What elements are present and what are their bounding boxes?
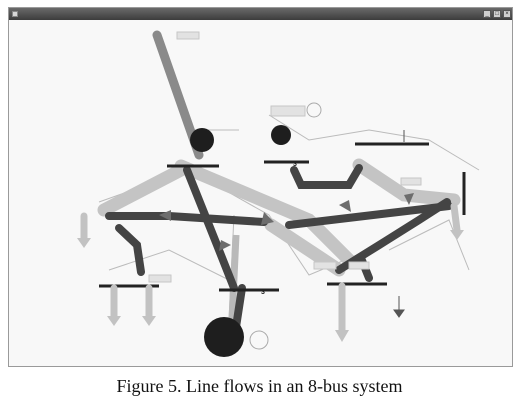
- load-arrows: [80, 202, 461, 334]
- title-bar[interactable]: _ □ ×: [9, 8, 512, 20]
- bus-label-a: 3: [261, 289, 265, 296]
- maximize-button[interactable]: □: [493, 10, 501, 18]
- app-window: _ □ ×: [8, 7, 513, 367]
- close-button[interactable]: ×: [503, 10, 511, 18]
- generators: [190, 102, 322, 357]
- app-icon: [12, 11, 18, 17]
- generator-1: [190, 128, 214, 152]
- small-loads: [393, 130, 405, 318]
- minimize-button[interactable]: _: [483, 10, 491, 18]
- power-flow-view[interactable]: 3 3: [9, 20, 512, 366]
- label-plates: [148, 31, 422, 283]
- flow-arrows: [159, 193, 414, 251]
- load-arrowheads: [77, 230, 464, 342]
- generator-3: [204, 317, 244, 357]
- generator-2: [271, 125, 291, 145]
- bus-label-b: 3: [293, 161, 297, 168]
- figure-caption: Figure 5. Line flows in an 8-bus system: [116, 376, 403, 396]
